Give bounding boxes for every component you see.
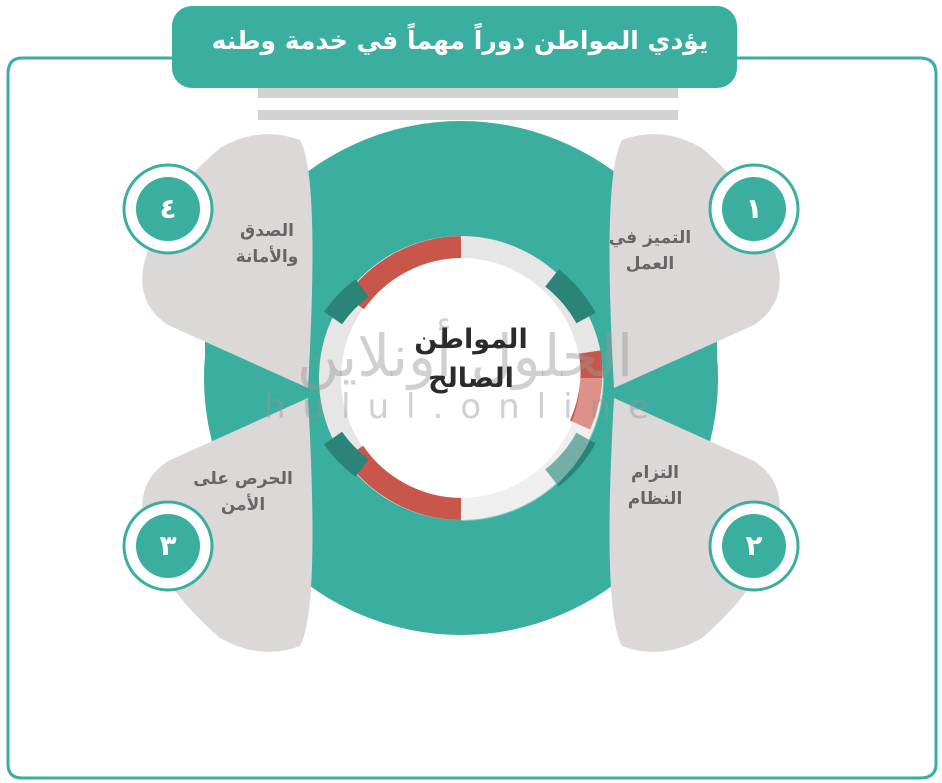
item-4-label: الصدق والأمانة [202, 218, 332, 271]
number-circle-3 [122, 500, 214, 592]
watermark-arc [460, 377, 604, 521]
title-banner [172, 6, 737, 88]
watermark-latin: hulul.online [263, 387, 667, 427]
item-3-label: الحرص على الأمن [178, 466, 308, 519]
page-title: يؤدي المواطن دوراً مهماً في خدمة وطنه [211, 26, 709, 55]
number-circle-2 [708, 500, 800, 592]
watermark-bar-1 [258, 88, 678, 98]
red-arc-right [569, 350, 603, 430]
item-4-line-2: والأمانة [235, 247, 299, 268]
item-1-number: ١ [745, 192, 763, 225]
petal-2 [609, 398, 780, 652]
dark-arc-left-top [323, 279, 369, 325]
dark-arc-bottom-right [544, 432, 596, 487]
item-1-line-1: التميز في [608, 228, 692, 248]
item-2-number: ٢ [745, 529, 763, 562]
number-circle-1 [708, 163, 800, 255]
watermark-arabic: الحلول أونلاين [296, 322, 634, 390]
center-line-1: المواطن [414, 324, 528, 355]
number-circle-4 [122, 163, 214, 255]
item-4-line-1: الصدق [240, 221, 294, 241]
item-3-number: ٣ [159, 529, 177, 562]
item-1-label: التميز في العمل [585, 225, 715, 278]
item-2-line-2: النظام [627, 489, 683, 510]
item-3-line-2: الأمن [220, 495, 266, 516]
outer-frame [6, 56, 938, 780]
center-line-2: الصالح [428, 363, 514, 395]
watermark-bar-2 [258, 110, 678, 120]
dark-arc-top-right [544, 269, 596, 324]
petal-3 [142, 398, 313, 652]
item-2-line-1: التزام [630, 463, 679, 483]
item-1-line-2: العمل [625, 254, 675, 275]
dark-arc-left-bottom [323, 431, 369, 477]
item-2-label: التزام النظام [590, 460, 720, 513]
item-3-line-1: الحرص على [193, 469, 293, 489]
center-label: المواطن الصالح [371, 320, 571, 398]
item-4-number: ٤ [159, 192, 177, 225]
